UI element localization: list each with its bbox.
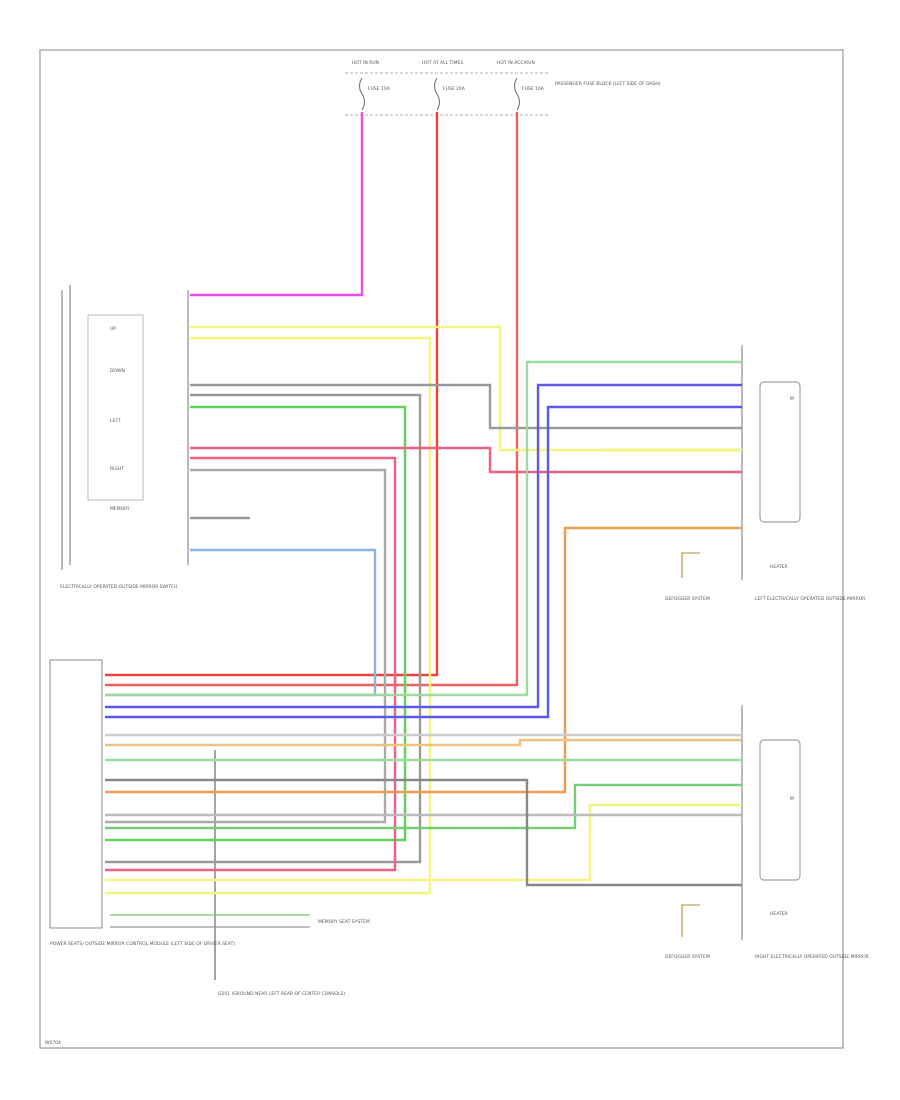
switch-label-right: RIGHT [110, 466, 124, 472]
wire-yel-r [105, 803, 742, 882]
fuse-symbol [433, 77, 441, 111]
left-mirror-label: LEFT ELECTRICALLY OPERATED OUTSIDE MIRRO… [755, 596, 865, 602]
left-defogger-ground [681, 552, 700, 578]
wire-blu [105, 405, 742, 719]
fuse-title: HOT IN RUN [352, 60, 379, 66]
wire-blu [105, 383, 742, 709]
left-defogger-label: DEFOGGER SYSTEM [665, 596, 710, 602]
wire-bluwht [105, 393, 422, 864]
control-module-label: POWER SEATS/ OUTSIDE MIRROR CONTROL MODU… [50, 941, 235, 947]
control-module: POWER SEATS/ OUTSIDE MIRROR CONTROL MODU… [49, 659, 235, 947]
fuse-title: HOT AT ALL TIMES [422, 60, 463, 66]
wire-gry [105, 468, 387, 824]
right-mirror-heater: HEATER [770, 911, 788, 917]
right-defogger-label: DEFOGGER SYSTEM [665, 954, 710, 960]
mirror-switch-caption: ELECTRICALLY OPERATED OUTSIDE MIRROR SWI… [60, 584, 177, 590]
memory-seat-label: MEMORY SEAT SYSTEM [318, 919, 370, 925]
left-mirror-heater: HEATER [770, 564, 788, 570]
wire-grn [105, 405, 407, 842]
ground-label: G201 (GROUND NEAR LEFT REAR OF CENTER CO… [218, 991, 345, 997]
fuse-title: HOT IN ACC/RUN [497, 60, 535, 66]
wires [105, 112, 742, 895]
fuse-block-note: PASSENGER FUSE BLOCK (LEFT SIDE OF DASH) [555, 81, 661, 87]
wire-redblk-feed [105, 112, 519, 687]
memory-seat-connection: MEMORY SEAT SYSTEM [110, 914, 370, 928]
wire-grnblu [105, 360, 742, 697]
fuse-symbol [513, 77, 521, 111]
control-module-box [49, 659, 103, 929]
wire-red [105, 456, 397, 872]
right-mirror-motor [759, 739, 801, 881]
mirror-switch: UP DOWN LEFT RIGHT MEMORY ELECTRICALLY O… [60, 285, 189, 590]
right-mirror: M HEATER RIGHT ELECTRICALLY OPERATED OUT… [665, 705, 869, 960]
left-mirror-motor [759, 381, 801, 523]
fuse-rating: FUSE 10A [522, 86, 545, 92]
wire-yel [190, 325, 742, 452]
right-mirror-motor-label: M [790, 796, 794, 802]
fuse-rating: FUSE 10A [368, 86, 391, 92]
mirror-switch-label: ELECTRICALLY OPERATED OUTSIDE MIRROR SWI… [60, 584, 177, 590]
left-mirror-motor-label: M [790, 396, 794, 402]
left-mirror: M HEATER LEFT ELECTRICALLY OPERATED OUTS… [665, 345, 865, 602]
right-defogger-ground [681, 904, 700, 937]
footer-code: W0704 [45, 1040, 61, 1046]
wire-pnk-feed [190, 112, 364, 297]
right-mirror-label: RIGHT ELECTRICALLY OPERATED OUTSIDE MIRR… [755, 954, 869, 960]
fuse-rating: FUSE 20A [443, 86, 466, 92]
wire-grn-r [105, 783, 742, 830]
fuse-block-top: HOT IN RUN HOT AT ALL TIMES HOT IN ACC/R… [345, 60, 661, 116]
fuse-symbol [358, 77, 366, 111]
switch-label-down: DOWN [110, 368, 125, 374]
ground-connection: G201 (GROUND NEAR LEFT REAR OF CENTER CO… [214, 750, 345, 997]
wire-bluwht [190, 383, 742, 430]
diagram-frame [39, 49, 844, 1049]
switch-label-memory: MEMORY [110, 506, 130, 512]
wire-yel [105, 336, 432, 895]
wire-gryblu-r [105, 738, 742, 747]
wire-brnwht-r [105, 778, 742, 887]
wire-red-feed [105, 112, 439, 677]
switch-label-left: LEFT [110, 418, 121, 424]
wire-orn [105, 526, 742, 794]
wire-bluyel [105, 548, 377, 697]
switch-label-up: UP [110, 326, 116, 332]
switch-contacts [87, 314, 144, 501]
wire-red [190, 446, 742, 474]
